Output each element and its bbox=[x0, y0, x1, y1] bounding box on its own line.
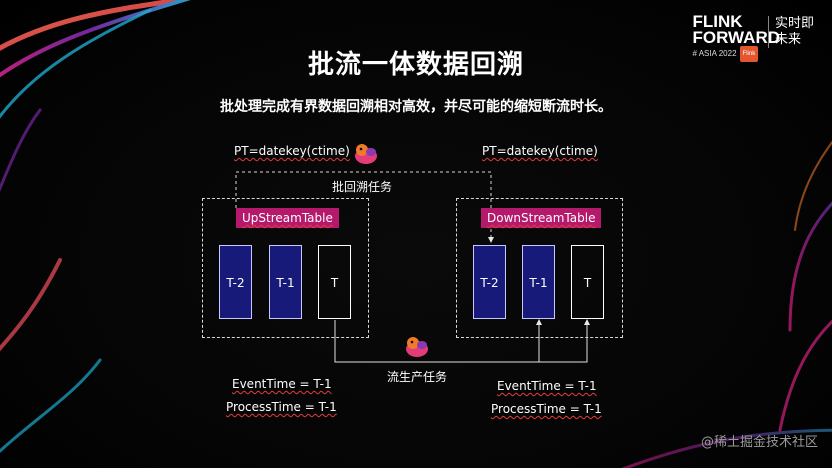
upstream-table-text: UpStreamTable bbox=[242, 211, 333, 225]
upstream-partition-t1: T-1 bbox=[269, 245, 302, 319]
left-pt-label: PT=datekey(ctime) bbox=[234, 144, 350, 158]
downstream-table-label: DownStreamTable bbox=[481, 208, 602, 228]
logo-cn-line1: 实时即 bbox=[774, 16, 814, 31]
watermark: @稀土掘金技术社区 bbox=[700, 435, 818, 450]
downstream-partition-t1: T-1 bbox=[522, 245, 555, 319]
left-pt-text: PT=datekey(ctime) bbox=[234, 144, 350, 158]
downstream-table-text: DownStreamTable bbox=[487, 211, 596, 225]
stream-task-label: 流生产任务 bbox=[387, 370, 448, 384]
stream-flow-line-1 bbox=[334, 319, 590, 363]
logo-line2: FORWARD bbox=[692, 28, 780, 47]
left-event-time-text: EventTime = T-1 bbox=[232, 377, 332, 391]
logo-line1: FLINK bbox=[692, 12, 743, 31]
left-process-time: ProcessTime = T-1 bbox=[226, 400, 337, 414]
upstream-table-box bbox=[202, 198, 369, 338]
right-process-time: ProcessTime = T-1 bbox=[491, 402, 602, 416]
right-pt-text: PT=datekey(ctime) bbox=[482, 144, 598, 158]
downstream-partition-t2: T-2 bbox=[473, 245, 506, 319]
left-event-time: EventTime = T-1 bbox=[232, 377, 332, 391]
left-process-time-text: ProcessTime = T-1 bbox=[226, 400, 337, 414]
logo-cn: 实时即 未来 bbox=[767, 16, 814, 48]
logo-tag: Flink bbox=[739, 46, 759, 62]
downstream-partition-t: T bbox=[571, 245, 604, 319]
upstream-partition-t2: T-2 bbox=[219, 245, 252, 319]
downstream-table-box bbox=[456, 198, 623, 338]
right-event-time: EventTime = T-1 bbox=[497, 379, 597, 393]
logo-asia-text: # ASIA 2022 bbox=[692, 49, 737, 59]
slide-subtitle: 批处理完成有界数据回溯相对高效，并尽可能的缩短断流时长。 bbox=[220, 99, 612, 115]
upstream-table-label: UpStreamTable bbox=[236, 208, 339, 228]
flink-squirrel-icon-top bbox=[355, 144, 377, 164]
logo-cn-line2: 未来 bbox=[774, 32, 801, 47]
right-process-time-text: ProcessTime = T-1 bbox=[491, 402, 602, 416]
batch-flow-line bbox=[235, 171, 494, 243]
upstream-partition-t: T bbox=[318, 245, 351, 319]
batch-task-label: 批回溯任务 bbox=[332, 180, 393, 194]
slide-title: 批流一体数据回溯 bbox=[307, 50, 524, 80]
flink-squirrel-icon-bottom bbox=[406, 337, 428, 357]
right-pt-label: PT=datekey(ctime) bbox=[482, 144, 598, 158]
right-event-time-text: EventTime = T-1 bbox=[497, 379, 597, 393]
